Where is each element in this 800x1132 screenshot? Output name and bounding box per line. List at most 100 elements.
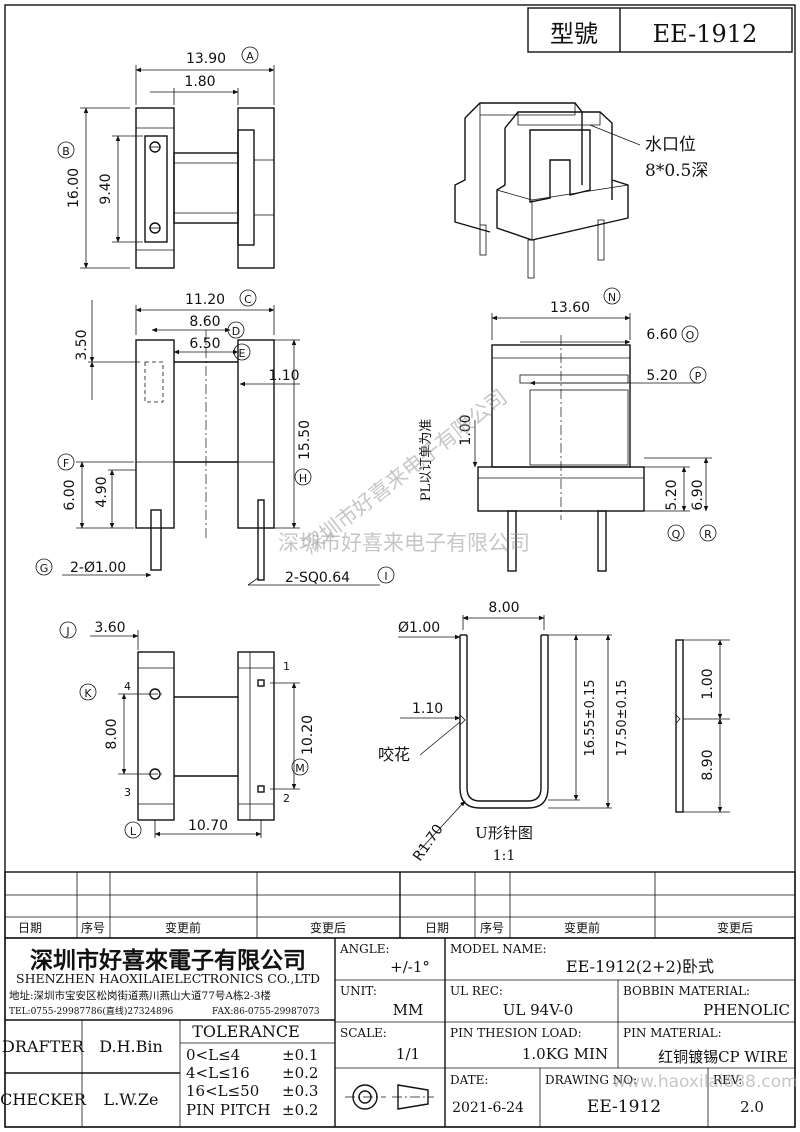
callout-f: F bbox=[63, 457, 69, 470]
projection-symbol-icon bbox=[345, 1084, 434, 1110]
dim-15-50: 15.50 bbox=[297, 420, 313, 460]
dim-6-60: 6.60 bbox=[646, 327, 677, 343]
dim-4-90: 4.90 bbox=[94, 476, 110, 507]
callout-b: B bbox=[62, 145, 70, 158]
dim-u-dia: Ø1.00 bbox=[398, 620, 440, 636]
revision-table: 日期 序号 变更前 变更后 日期 序号 变更前 变更后 bbox=[4, 871, 796, 939]
bobbin-value: PHENOLIC bbox=[703, 1001, 790, 1019]
company-fax: FAX:86-0755-29987073 bbox=[212, 1007, 320, 1017]
dim-8-00: 8.00 bbox=[104, 718, 120, 749]
isometric-view: 水口位 8*0.5深 bbox=[454, 102, 708, 279]
pin-material-label: PIN MATERIAL: bbox=[623, 1026, 722, 1040]
callout-n: N bbox=[608, 291, 616, 304]
checker-value: L.W.Ze bbox=[103, 1090, 158, 1109]
u-pin-view: 8.00 Ø1.00 1.10 咬花 16.55±0.15 17.50±0.15… bbox=[378, 600, 730, 864]
rev-header-no-1: 序号 bbox=[81, 920, 105, 935]
model-header: 型號 EE-1912 bbox=[527, 7, 793, 53]
model-label: 型號 bbox=[550, 20, 598, 48]
dim-10-70: 10.70 bbox=[188, 818, 228, 834]
tol-range-4: PIN PITCH bbox=[186, 1101, 271, 1119]
front-view: 11.20 8.60 6.50 3.50 1.10 15.50 6.00 4.9… bbox=[35, 289, 395, 586]
scale-label: SCALE: bbox=[340, 1026, 387, 1040]
rev-value: 2.0 bbox=[740, 1098, 764, 1116]
drafter-value: D.H.Bin bbox=[99, 1037, 163, 1056]
pin-load-value: 1.0KG MIN bbox=[522, 1045, 608, 1063]
drawing-no-label: DRAWING NO: bbox=[545, 1073, 637, 1087]
callout-h: H bbox=[299, 472, 307, 485]
dim-8-60: 8.60 bbox=[189, 314, 220, 330]
tolerance-title: TOLERANCE bbox=[192, 1022, 300, 1041]
dim-10-20: 10.20 bbox=[300, 715, 316, 755]
pin-load-label: PIN THESION LOAD: bbox=[450, 1026, 582, 1040]
callout-i: I bbox=[384, 570, 387, 583]
dim-3-50: 3.50 bbox=[74, 329, 90, 360]
dim-9-40: 9.40 bbox=[98, 173, 114, 204]
pin-material-value: 红铜镀锡CP WIRE bbox=[658, 1048, 788, 1066]
tol-value-3: ±0.3 bbox=[282, 1082, 318, 1100]
callout-a: A bbox=[246, 50, 254, 63]
pl-note: PL以订单为准 bbox=[419, 419, 434, 501]
crimp-label: 咬花 bbox=[378, 745, 410, 764]
unit-label: UNIT: bbox=[340, 984, 377, 998]
dim-strip-1-00: 1.00 bbox=[700, 668, 716, 699]
dim-6-90: 6.90 bbox=[690, 479, 706, 510]
model-name-value: EE-1912(2+2)卧式 bbox=[566, 957, 714, 976]
dim-11-20: 11.20 bbox=[185, 292, 225, 308]
bottom-view: 1 2 3 4 3.60 8.00 10.20 10.70 J K L M bbox=[59, 620, 316, 839]
dim-13-60: 13.60 bbox=[550, 300, 590, 316]
pin-4-label: 4 bbox=[124, 680, 131, 693]
date-value: 2021-6-24 bbox=[452, 1100, 524, 1116]
drawing-no-value: EE-1912 bbox=[587, 1097, 661, 1117]
dim-u-8-00: 8.00 bbox=[488, 600, 519, 616]
angle-label: ANGLE: bbox=[339, 942, 390, 956]
callout-p: P bbox=[695, 370, 702, 383]
rev-header-date-2: 日期 bbox=[425, 921, 449, 935]
dim-1-80: 1.80 bbox=[184, 74, 215, 90]
tol-value-4: ±0.2 bbox=[282, 1101, 318, 1119]
company-name-en: SHENZHEN HAOXILAIELECTRONICS CO.,LTD bbox=[16, 971, 320, 986]
dim-u-1-10: 1.10 bbox=[412, 701, 443, 717]
rev-header-after-1: 变更后 bbox=[310, 920, 346, 935]
company-tel: TEL:0755-29987786(直线)27324896 bbox=[9, 1005, 173, 1017]
dim-pin-sq: 2-SQ0.64 bbox=[285, 570, 350, 586]
dim-pin-dia: 2-Ø1.00 bbox=[70, 560, 126, 576]
company-address: 地址:深圳市宝安区松岗街道燕川燕山大道77号A栋2-3楼 bbox=[9, 989, 271, 1002]
rev-header-before-1: 变更前 bbox=[165, 920, 201, 935]
title-block: 深圳市好喜來電子有限公司 SHENZHEN HAOXILAIELECTRONIC… bbox=[0, 937, 798, 1128]
dim-6-00: 6.00 bbox=[62, 479, 78, 510]
callout-d: D bbox=[232, 325, 240, 338]
rev-header-after-2: 变更后 bbox=[717, 920, 753, 935]
dim-u-16-55: 16.55±0.15 bbox=[583, 679, 598, 756]
dim-1-00: 1.00 bbox=[458, 414, 474, 445]
rev-header-date-1: 日期 bbox=[18, 921, 42, 935]
side-view: 13.60 6.60 5.20 1.00 PL以订单为准 5.20 6.90 N… bbox=[419, 287, 717, 572]
rev-label: REV: bbox=[713, 1073, 742, 1087]
callout-j: J bbox=[65, 625, 69, 638]
watermark: 深圳市好喜来电子有限公司 bbox=[278, 531, 530, 555]
checker-label: CHECKER bbox=[0, 1090, 87, 1109]
callout-o: O bbox=[686, 329, 695, 342]
callout-r: R bbox=[704, 528, 712, 541]
bobbin-label: BOBBIN MATERIAL: bbox=[623, 984, 750, 998]
dim-13-90: 13.90 bbox=[186, 51, 226, 67]
scale-value: 1/1 bbox=[396, 1045, 420, 1063]
ul-label: UL REC: bbox=[450, 984, 503, 998]
u-pin-title: U形针图 bbox=[475, 824, 533, 842]
top-view: 13.90 1.80 16.00 9.40 A B bbox=[57, 46, 275, 269]
dim-u-radius: R1.70 bbox=[410, 822, 447, 865]
tol-range-1: 0<L≤4 bbox=[186, 1046, 240, 1064]
dim-5-20-top: 5.20 bbox=[646, 368, 677, 384]
pin-1-label: 1 bbox=[283, 660, 290, 673]
unit-value: MM bbox=[393, 1001, 424, 1019]
watermark-url: www.haoxilai888.com bbox=[612, 1072, 797, 1092]
callout-k: K bbox=[84, 687, 92, 700]
callout-m: M bbox=[295, 762, 305, 775]
u-pin-scale: 1:1 bbox=[493, 848, 516, 864]
dim-3-60: 3.60 bbox=[94, 620, 125, 636]
tol-range-2: 4<L≤16 bbox=[186, 1064, 250, 1082]
callout-e: E bbox=[239, 347, 246, 360]
rev-header-before-2: 变更前 bbox=[564, 920, 600, 935]
model-name-label: MODEL NAME: bbox=[450, 942, 547, 956]
